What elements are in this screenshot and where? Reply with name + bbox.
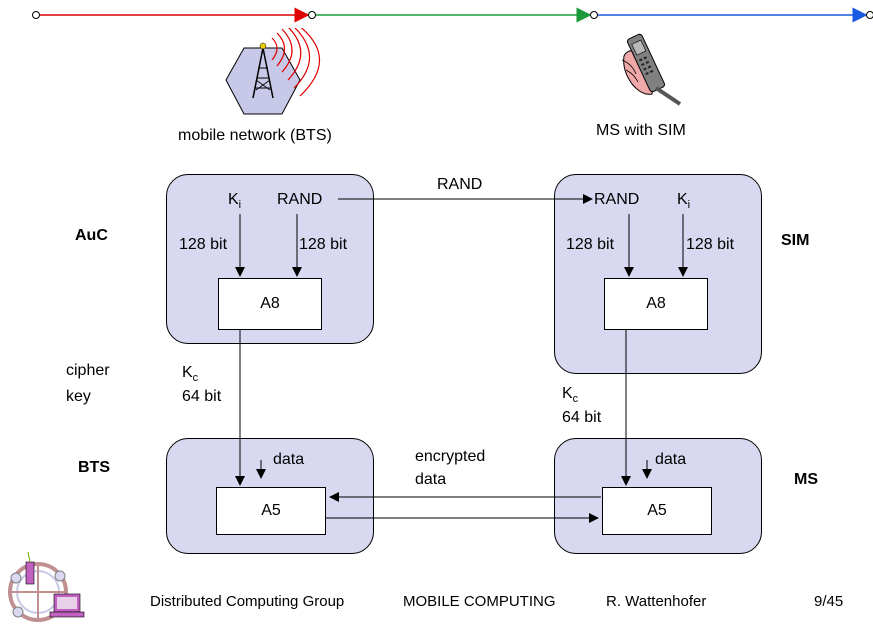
network-label: mobile network (BTS): [178, 127, 332, 144]
sim-label: SIM: [781, 232, 810, 249]
ms-side-label: MS: [794, 471, 818, 488]
mobile-phone-icon: [621, 33, 682, 106]
bts-a5-box: A5: [216, 487, 326, 535]
auc-a8-box: A8: [218, 278, 322, 330]
kc-left-bits: 64 bit: [182, 388, 222, 405]
ms-label: MS with SIM: [596, 122, 686, 139]
auc-rand-label: RAND: [277, 191, 323, 208]
ms-a5-box: A5: [602, 487, 712, 535]
encrypted-label-1: encrypted: [415, 448, 486, 465]
kc-right-bits: 64 bit: [562, 409, 602, 426]
cipher-label: cipher: [66, 362, 110, 379]
bts-label: BTS: [78, 459, 110, 476]
dcg-logo-icon: [8, 551, 85, 622]
bts-data-label: data: [273, 451, 305, 468]
bts-tower-icon: [225, 28, 321, 115]
footer-author: R. Wattenhofer: [606, 593, 707, 610]
encrypted-label-2: data: [415, 471, 447, 488]
auc-bits-right: 128 bit: [299, 236, 348, 253]
footer-course: MOBILE COMPUTING: [403, 593, 556, 610]
auc-bits-left: 128 bit: [179, 236, 228, 253]
rand-transfer-label: RAND: [437, 176, 483, 193]
auc-ki-label: Ki: [228, 191, 242, 212]
kc-left-label: Kc: [182, 364, 199, 385]
sim-bits-left: 128 bit: [566, 236, 615, 253]
sim-rand-label: RAND: [594, 191, 640, 208]
sim-a8-box: A8: [604, 278, 708, 330]
footer-page: 9/45: [814, 593, 844, 610]
footer-group: Distributed Computing Group: [150, 593, 345, 610]
kc-right-label: Kc: [562, 385, 579, 406]
auc-label: AuC: [75, 227, 108, 244]
ms-data-label: data: [655, 451, 687, 468]
sim-bits-right: 128 bit: [686, 236, 735, 253]
sim-ki-label: Ki: [677, 191, 691, 212]
key-label: key: [66, 388, 91, 405]
sim-box: [554, 174, 762, 374]
